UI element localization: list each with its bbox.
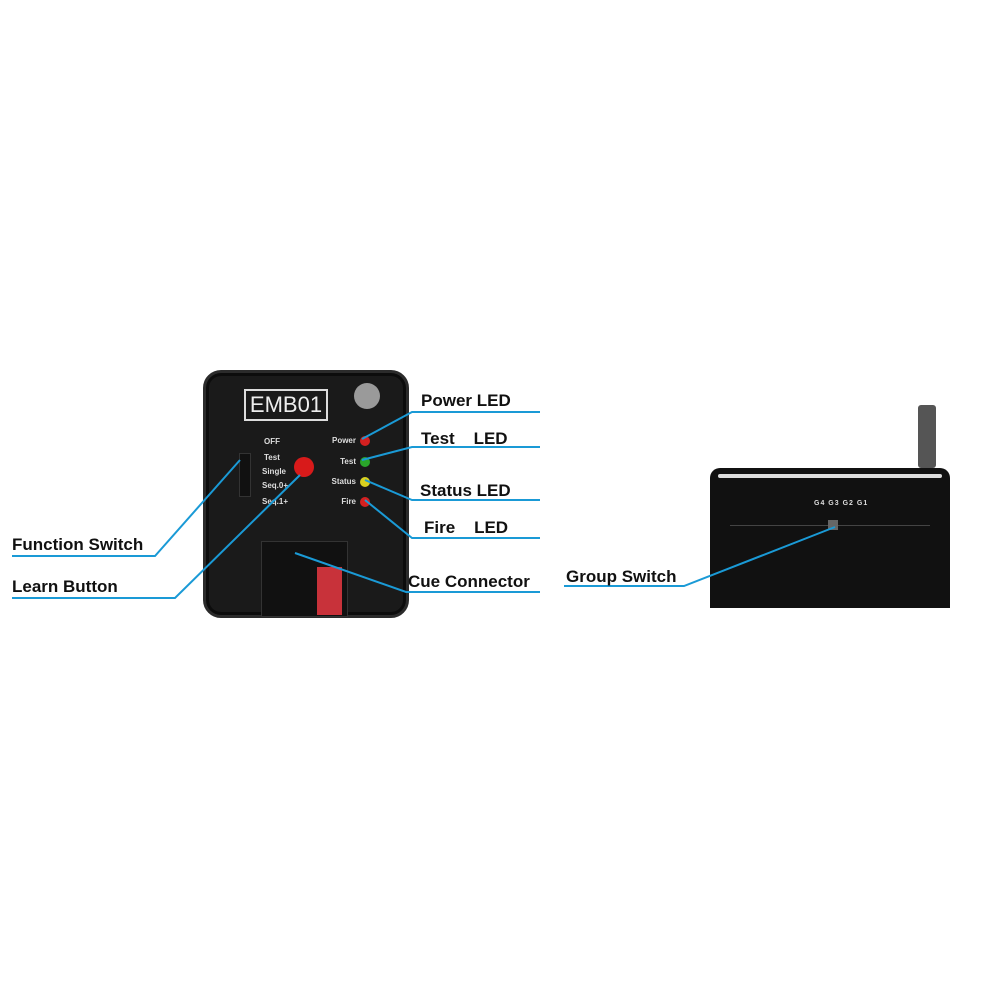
label-fire-led: Fire LED	[424, 518, 509, 537]
switch-pos-seq0: Seq.0+	[262, 481, 289, 490]
status-led-icon	[360, 477, 370, 487]
indicator-window	[354, 383, 380, 409]
connector-lever[interactable]	[317, 567, 342, 615]
label-group-switch: Group Switch	[566, 567, 677, 586]
group-label-g1: G1	[856, 500, 869, 507]
fire-led-icon	[360, 497, 370, 507]
led-label-fire: Fire	[341, 497, 356, 506]
power-led-icon	[360, 436, 370, 446]
cue-connector[interactable]	[261, 541, 348, 617]
model-label: EMB01	[244, 389, 328, 421]
label-status-led: Status LED	[420, 481, 511, 500]
group-label-g3: G3	[828, 500, 840, 507]
label-function-switch: Function Switch	[12, 535, 144, 554]
edge-highlight	[718, 474, 942, 478]
emb01-top-view: G4 G3 G2 G1	[710, 468, 950, 608]
label-test-led: Test LED	[421, 429, 508, 448]
group-label-g4: G4	[814, 500, 826, 507]
switch-pos-off: OFF	[264, 437, 280, 446]
group-switch[interactable]	[828, 520, 838, 530]
led-label-test: Test	[340, 457, 356, 466]
group-label-g2: G2	[842, 500, 854, 507]
antenna	[918, 405, 936, 468]
led-label-status: Status	[331, 477, 356, 486]
led-label-power: Power	[331, 436, 356, 445]
switch-pos-test: Test	[264, 453, 280, 462]
label-cue-connector: Cue Connector	[408, 572, 530, 591]
switch-pos-single: Single	[262, 467, 287, 476]
label-power-led: Power LED	[421, 391, 511, 410]
function-switch[interactable]	[239, 453, 251, 497]
emb01-front-view: EMB01 OFF Test Single Seq.0+ Seq.1+ Powe…	[203, 370, 409, 618]
switch-pos-seq1: Seq.1+	[262, 497, 289, 506]
label-learn-button: Learn Button	[12, 577, 118, 596]
learn-button[interactable]	[294, 457, 314, 477]
test-led-icon	[360, 457, 370, 467]
